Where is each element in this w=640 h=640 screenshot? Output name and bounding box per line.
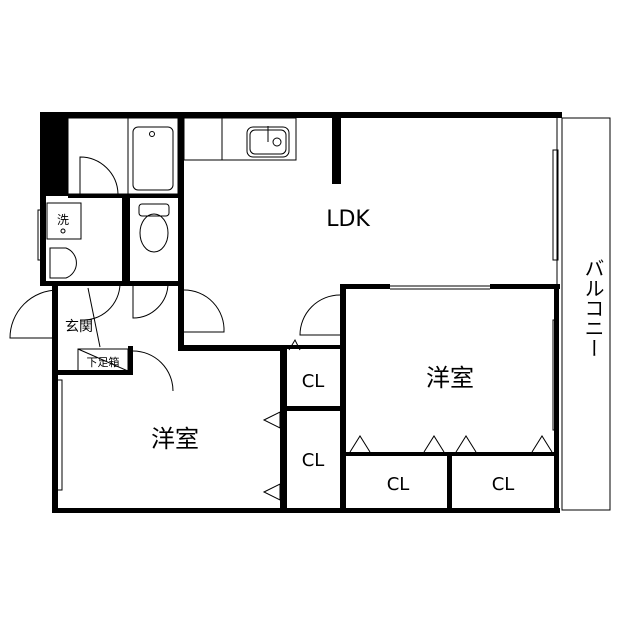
toilet-icon — [139, 213, 169, 253]
shoe-box — [77, 348, 129, 372]
walls — [40, 112, 562, 513]
entrance-area — [9, 287, 341, 392]
window — [552, 149, 559, 261]
closet-doors — [262, 338, 553, 501]
washer-label: 洗 — [57, 213, 69, 227]
closet-label: CL — [302, 371, 325, 392]
shoe-box-label: 下足箱 — [87, 355, 120, 369]
kitchen-counter — [183, 117, 297, 161]
window — [552, 319, 559, 431]
toilet — [132, 203, 170, 319]
closet-label: CL — [387, 474, 410, 495]
washroom — [46, 202, 121, 321]
washer-icon — [46, 202, 82, 240]
labels: LDK 洋室 洋室 玄関 下足箱 洗 CL CL CL CL バルコニー — [57, 207, 605, 495]
closet-label: CL — [302, 450, 325, 471]
door-arc — [79, 156, 119, 195]
window — [37, 209, 44, 261]
ldk-label: LDK — [326, 207, 370, 232]
bathroom — [67, 117, 179, 195]
balcony-outline — [561, 117, 611, 511]
washbasin-icon — [49, 247, 77, 279]
closet-label: CL — [492, 474, 515, 495]
window — [56, 379, 63, 491]
western-room-left-label: 洋室 — [151, 425, 199, 453]
entrance-label: 玄関 — [65, 318, 93, 335]
bathtub-icon — [132, 126, 174, 191]
balcony-label: バルコニー — [581, 258, 605, 358]
western-room-right-label: 洋室 — [426, 364, 474, 392]
thin-lines — [37, 117, 611, 511]
